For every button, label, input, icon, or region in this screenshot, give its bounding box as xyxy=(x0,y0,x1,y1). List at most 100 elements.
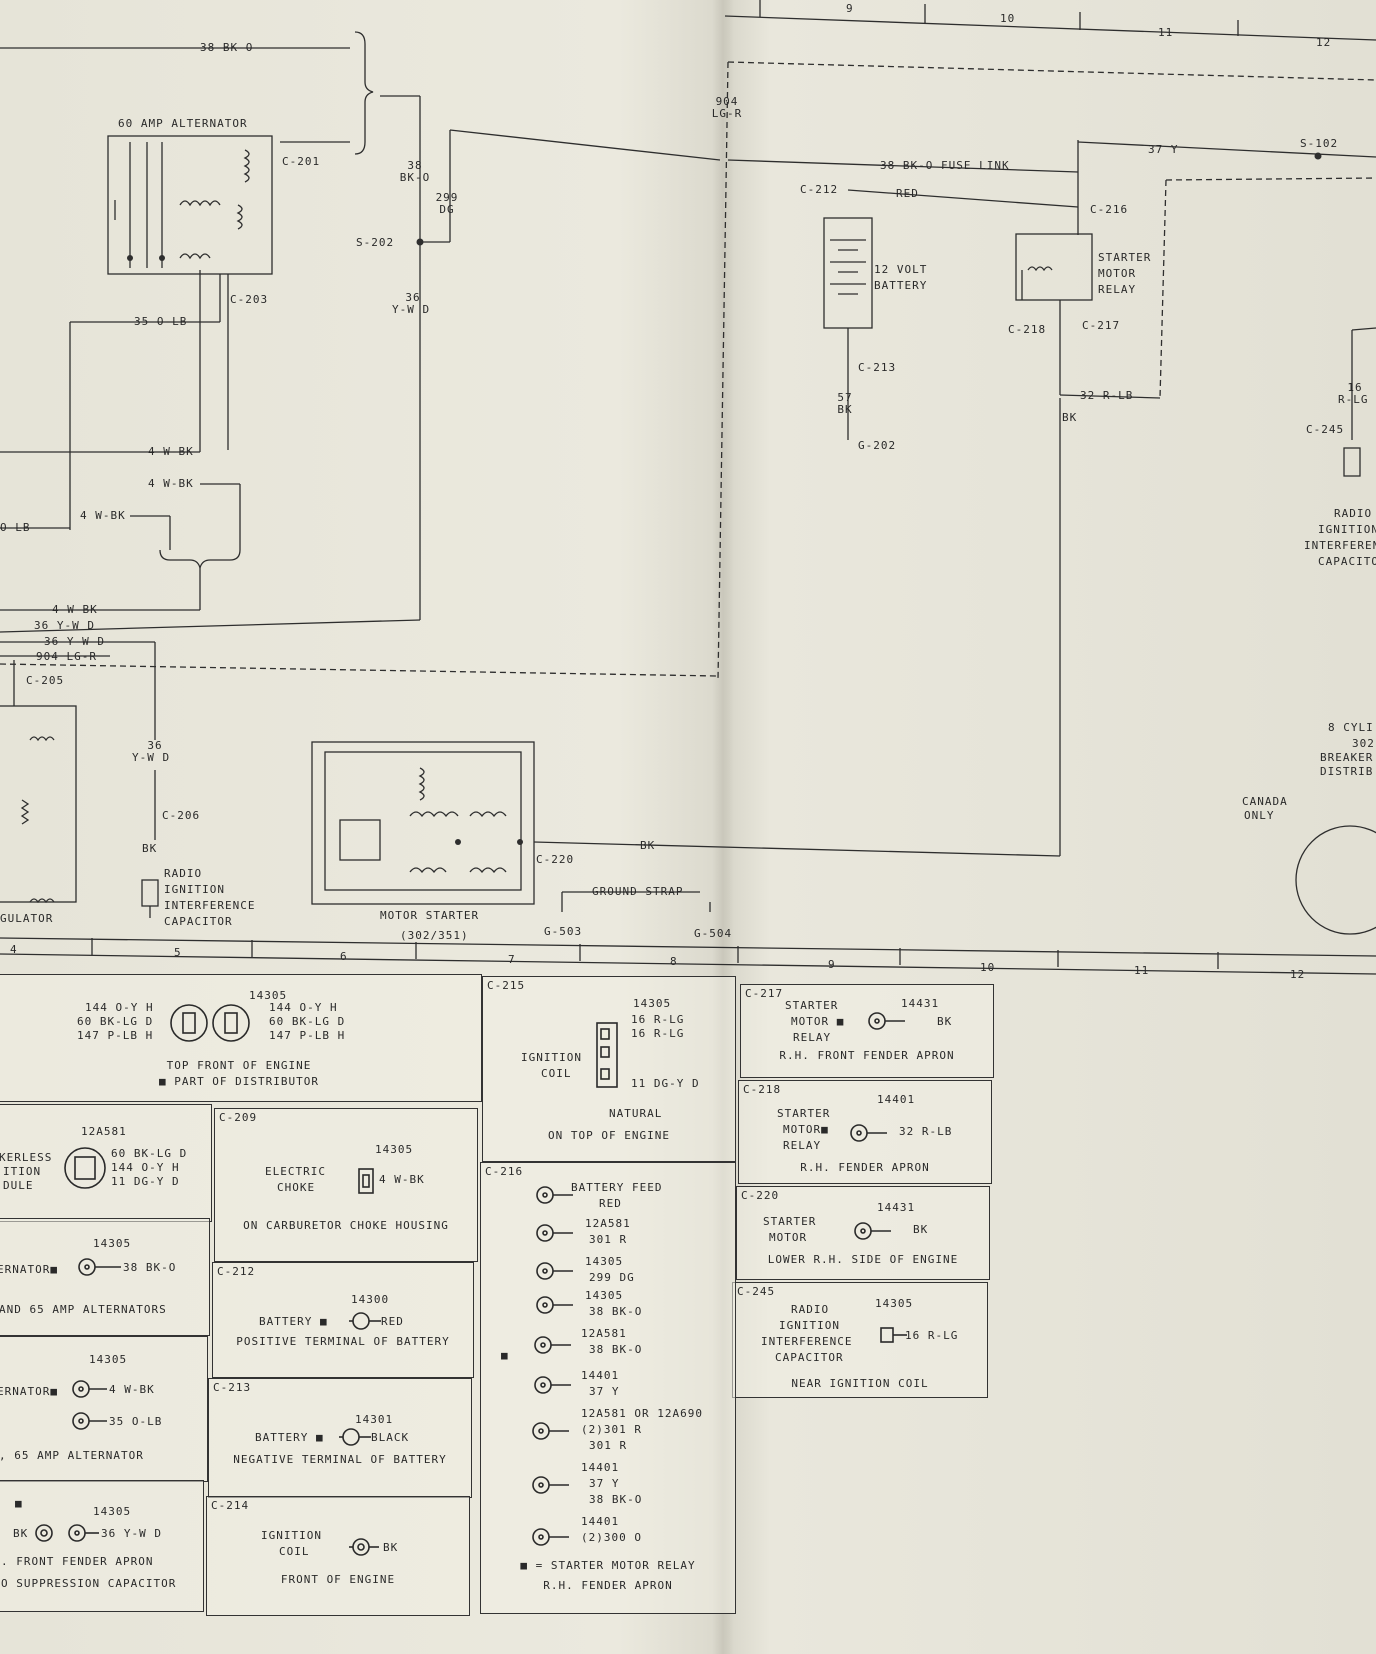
relay-label: RELAY xyxy=(1098,283,1137,296)
wire-label: 4 W-BK xyxy=(52,603,98,616)
connector-label: C-206 xyxy=(162,809,201,822)
connector-box-breakerless: 12A581 KERLESS ITION DULE 60 BK-LG D 144… xyxy=(0,1104,212,1222)
motor-starter-label: MOTOR STARTER xyxy=(380,909,480,922)
connector-label: C-220 xyxy=(536,853,575,866)
column-number: 9 xyxy=(846,2,854,15)
relay-label: STARTER xyxy=(1098,251,1152,264)
ground-label: G-504 xyxy=(694,927,733,940)
wire-label: R-LG xyxy=(1338,393,1369,406)
connector-box-distributor: 14305 144 O-Y H 60 BK-LG D 147 P-LB H 14… xyxy=(0,974,482,1102)
connector-box-c218: C-218 14401 STARTER MOTOR■ RELAY 32 R-LB… xyxy=(738,1080,992,1184)
ring-terminal-icon xyxy=(533,1375,573,1395)
wire-label: BK xyxy=(1062,411,1078,424)
ring-terminal-icon xyxy=(853,1221,893,1241)
ring-terminal-icon xyxy=(71,1411,109,1431)
wire-label: DG xyxy=(439,203,455,216)
radio-capacitor-label: RADIO xyxy=(164,867,203,880)
column-number: 10 xyxy=(1000,12,1016,25)
radio-right-label: INTERFEREN xyxy=(1304,539,1376,552)
connector-label: C-205 xyxy=(26,674,65,687)
splice-label: S-102 xyxy=(1300,137,1339,150)
wire-label: BK-O xyxy=(399,171,431,184)
connector-box-c213: C-213 14301 BATTERY ■ BLACK NEGATIVE TER… xyxy=(208,1378,472,1498)
wire-label: 36 Y-W D xyxy=(44,635,105,648)
battery-label: 12 VOLT xyxy=(874,263,928,276)
connector-box-c214: C-214 IGNITION COIL BK FRONT OF ENGINE xyxy=(206,1496,470,1616)
connector-label: C-212 xyxy=(800,183,839,196)
distributor-connector-icon xyxy=(169,1001,259,1045)
connector-box-c217: C-217 STARTER MOTOR ■ RELAY 14431 BK R.H… xyxy=(740,984,994,1078)
connector-label: C-217 xyxy=(1082,319,1121,332)
distributor-label: BREAKER xyxy=(1320,751,1374,764)
distributor-label: 8 CYLI xyxy=(1328,721,1374,734)
ring-terminal-icon xyxy=(71,1379,109,1399)
column-number: 5 xyxy=(174,946,182,959)
wire-label: 904 LG-R xyxy=(36,650,97,663)
splice-label: S-202 xyxy=(356,236,395,249)
connector-box-suppression: ■ 14305 BK 36 Y-W D . FRONT FENDER APRON… xyxy=(0,1480,204,1612)
wire-label: 57 xyxy=(837,391,853,404)
ring-terminal-icon xyxy=(531,1475,571,1495)
ring-terminal-icon xyxy=(535,1223,575,1243)
wire-label: 4 W-BK xyxy=(80,509,126,522)
wire-label: 36 Y-W D xyxy=(34,619,95,632)
column-number: 8 xyxy=(670,955,678,968)
connector-label: C-203 xyxy=(230,293,269,306)
ground-label: G-202 xyxy=(858,439,897,452)
wire-label: 4 W-BK xyxy=(148,477,194,490)
wire-label: O-LB xyxy=(0,521,31,534)
coil-connector-icon xyxy=(595,1021,621,1091)
alternator-title: 60 AMP ALTERNATOR xyxy=(118,117,248,130)
wire-label: BK xyxy=(142,842,158,855)
connector-box-c215: C-215 14305 IGNITION COIL 16 R-LG 16 R-L… xyxy=(482,976,736,1162)
regulator-label: GULATOR xyxy=(0,912,54,925)
wire-label: 37 Y xyxy=(1148,143,1179,156)
choke-connector-icon xyxy=(355,1165,381,1197)
wire-label: 16 xyxy=(1347,381,1363,394)
column-number: 11 xyxy=(1158,26,1174,39)
column-number: 7 xyxy=(508,953,516,966)
ground-strap-label: GROUND STRAP xyxy=(592,885,684,898)
connector-box-c220: C-220 14431 STARTER MOTOR BK LOWER R.H. … xyxy=(736,1186,990,1280)
canada-label: CANADA xyxy=(1242,795,1288,808)
wire-label: BK xyxy=(837,403,853,416)
wire-label: 36 xyxy=(405,291,421,304)
wire-label: 38 xyxy=(407,159,423,172)
wire-label: 904 xyxy=(715,95,739,108)
radio-capacitor-label: CAPACITOR xyxy=(164,915,233,928)
connector-label: C-201 xyxy=(282,155,321,168)
wire-label: BK xyxy=(640,839,656,852)
capacitor-connector-icon xyxy=(879,1325,909,1345)
ring-terminal-icon xyxy=(867,1011,907,1031)
wire-label: 36 xyxy=(147,739,163,752)
radio-right-label: CAPACITO xyxy=(1318,555,1376,568)
distributor-label: DISTRIB xyxy=(1320,765,1374,778)
ring-terminal-icon xyxy=(67,1523,101,1543)
connector-box-alternator-1: 14305 ERNATOR■ 38 BK-O AND 65 AMP ALTERN… xyxy=(0,1218,210,1336)
connector-box-alternator-2: 14305 ERNATOR■ 4 W-BK 35 O-LB , 65 AMP A… xyxy=(0,1336,208,1482)
connector-label: C-213 xyxy=(858,361,897,374)
connector-label: C-216 xyxy=(1090,203,1129,216)
wire-label: Y-W D xyxy=(132,751,171,764)
fuse-link-label: 38 BK-O FUSE LINK xyxy=(880,159,1010,172)
column-number: 12 xyxy=(1290,968,1306,981)
ring-terminal-icon xyxy=(849,1123,889,1143)
motor-starter-sub: (302/351) xyxy=(400,929,469,942)
column-number: 11 xyxy=(1134,964,1150,977)
column-number: 6 xyxy=(340,950,348,963)
radio-right-label: IGNITION xyxy=(1318,523,1376,536)
ring-terminal-icon xyxy=(535,1261,575,1281)
ring-terminal-icon xyxy=(77,1257,123,1277)
ring-terminal-icon xyxy=(535,1185,575,1205)
relay-label: MOTOR xyxy=(1098,267,1137,280)
radio-capacitor-label: IGNITION xyxy=(164,883,225,896)
radio-right-label: RADIO xyxy=(1334,507,1373,520)
column-number: 12 xyxy=(1316,36,1332,49)
battery-terminal-icon xyxy=(347,1311,383,1331)
radio-capacitor-label: INTERFERENCE xyxy=(164,899,256,912)
distributor-label: 302 xyxy=(1352,737,1375,750)
ring-terminal-icon xyxy=(535,1295,575,1315)
wire-label: Y-W D xyxy=(392,303,431,316)
